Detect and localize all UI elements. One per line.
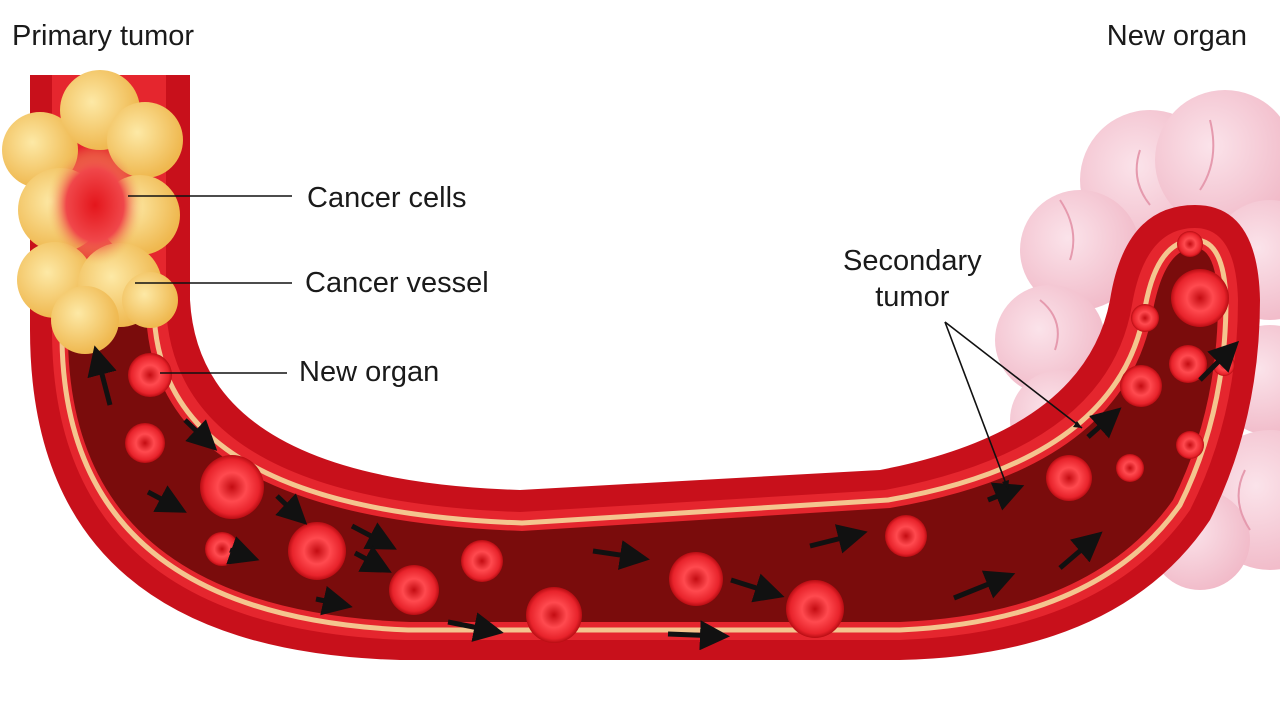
leader-lines [128, 195, 1083, 490]
label-cancer-cells: Cancer cells [307, 182, 467, 214]
leader-secondary-1 [944, 321, 1083, 429]
label-primary-tumor: Primary tumor [12, 20, 195, 52]
leader-secondary-2 [944, 321, 1009, 490]
label-new-organ-top: New organ [1106, 20, 1247, 52]
label-secondary-tumor: Secondary tumor [843, 243, 982, 316]
label-secondary-line1: Secondary [843, 245, 982, 277]
label-secondary-line2: tumor [875, 281, 950, 314]
migration-arrows [87, 340, 1240, 651]
vessel-membrane [59, 237, 1229, 633]
primary-tumor [2, 70, 183, 354]
label-new-organ-mid: New organ [299, 356, 440, 388]
label-cancer-vessel: Cancer vessel [305, 267, 489, 299]
